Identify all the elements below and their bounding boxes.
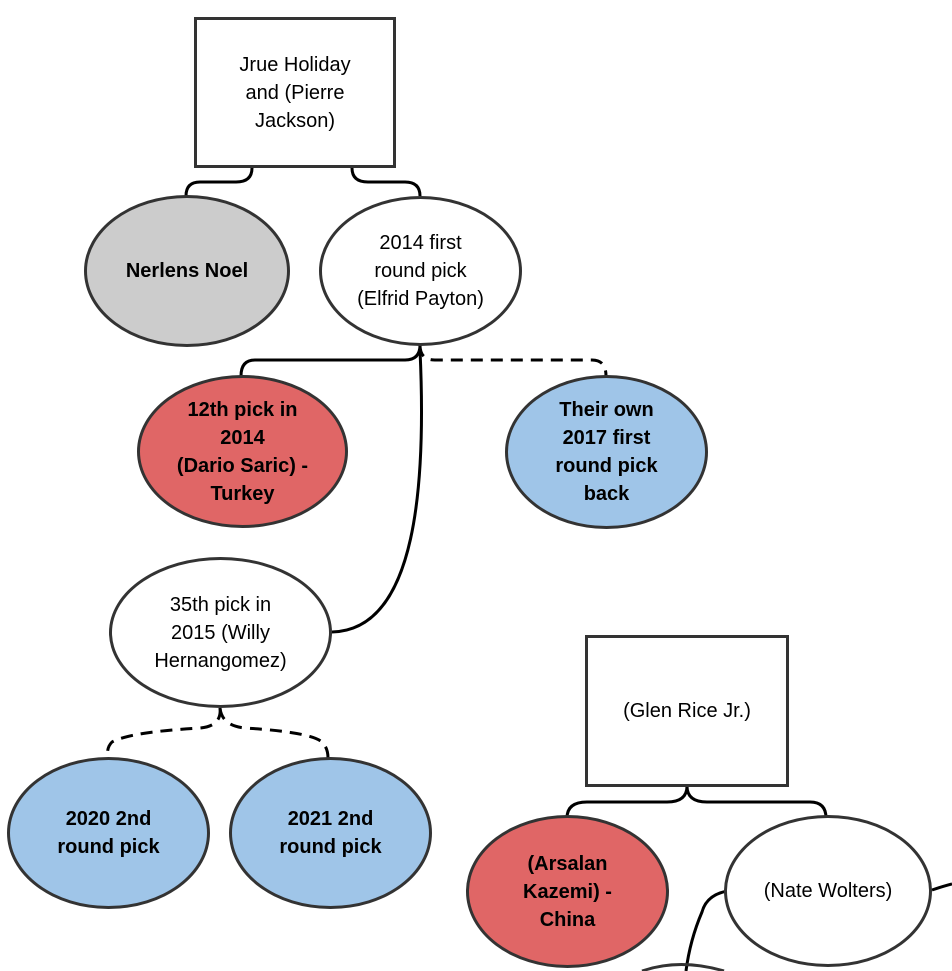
node-2014-first-round-pick: 2014 first round pick (Elfrid Payton) [319, 196, 522, 346]
connector-2014-hernangomez [331, 349, 424, 634]
node-dario-saric: 12th pick in 2014 (Dario Saric) - Turkey [137, 375, 348, 528]
node-nerlens-noel: Nerlens Noel [84, 195, 290, 347]
node-dario-saric-label: 12th pick in 2014 (Dario Saric) - Turkey [176, 398, 309, 505]
node-willy-hernangomez-label: 35th pick in 2015 (Willy Hernangomez) [154, 593, 287, 672]
connector-hernangomez-2020 [106, 707, 222, 759]
node-own-2017-first: Their own 2017 first round pick back [505, 375, 708, 529]
connector-2014-own2017 [418, 344, 608, 377]
node-willy-hernangomez: 35th pick in 2015 (Willy Hernangomez) [109, 557, 332, 708]
connector-rice-kazemi [565, 785, 689, 819]
node-nate-wolters-label: (Nate Wolters) [763, 880, 893, 902]
node-own-2017-first-label: Their own 2017 first round pick back [555, 399, 658, 505]
node-nerlens-noel-label: Nerlens Noel [125, 260, 249, 282]
connector-holiday-2014 [350, 167, 422, 197]
node-2020-2nd-round-pick: 2020 2nd round pick [7, 757, 210, 909]
offscreen-node-edge [641, 963, 725, 971]
node-jrue-holiday: Jrue Holiday and (Pierre Jackson) [194, 17, 396, 168]
connector-hernangomez-2021 [218, 707, 330, 759]
node-2020-2nd-round-pick-label: 2020 2nd round pick [57, 808, 160, 858]
node-2021-2nd-round-pick-label: 2021 2nd round pick [279, 808, 382, 858]
node-glen-rice-jr: (Glen Rice Jr.) [585, 635, 789, 787]
connector-rice-wolters [685, 785, 828, 819]
connector-wolters-right [931, 882, 952, 892]
node-jrue-holiday-label: Jrue Holiday and (Pierre Jackson) [239, 53, 351, 132]
node-arsalan-kazemi-label: (Arsalan Kazemi) - China [523, 852, 612, 931]
connector-wolters-left [684, 888, 741, 971]
connector-holiday-noel [184, 167, 254, 197]
node-2021-2nd-round-pick: 2021 2nd round pick [229, 757, 432, 909]
connector-2014-saric [239, 344, 422, 377]
node-glen-rice-jr-label: (Glen Rice Jr.) [623, 700, 751, 722]
node-2014-first-round-pick-label: 2014 first round pick (Elfrid Payton) [357, 232, 484, 310]
node-nate-wolters: (Nate Wolters) [724, 815, 932, 967]
node-arsalan-kazemi: (Arsalan Kazemi) - China [466, 815, 669, 968]
